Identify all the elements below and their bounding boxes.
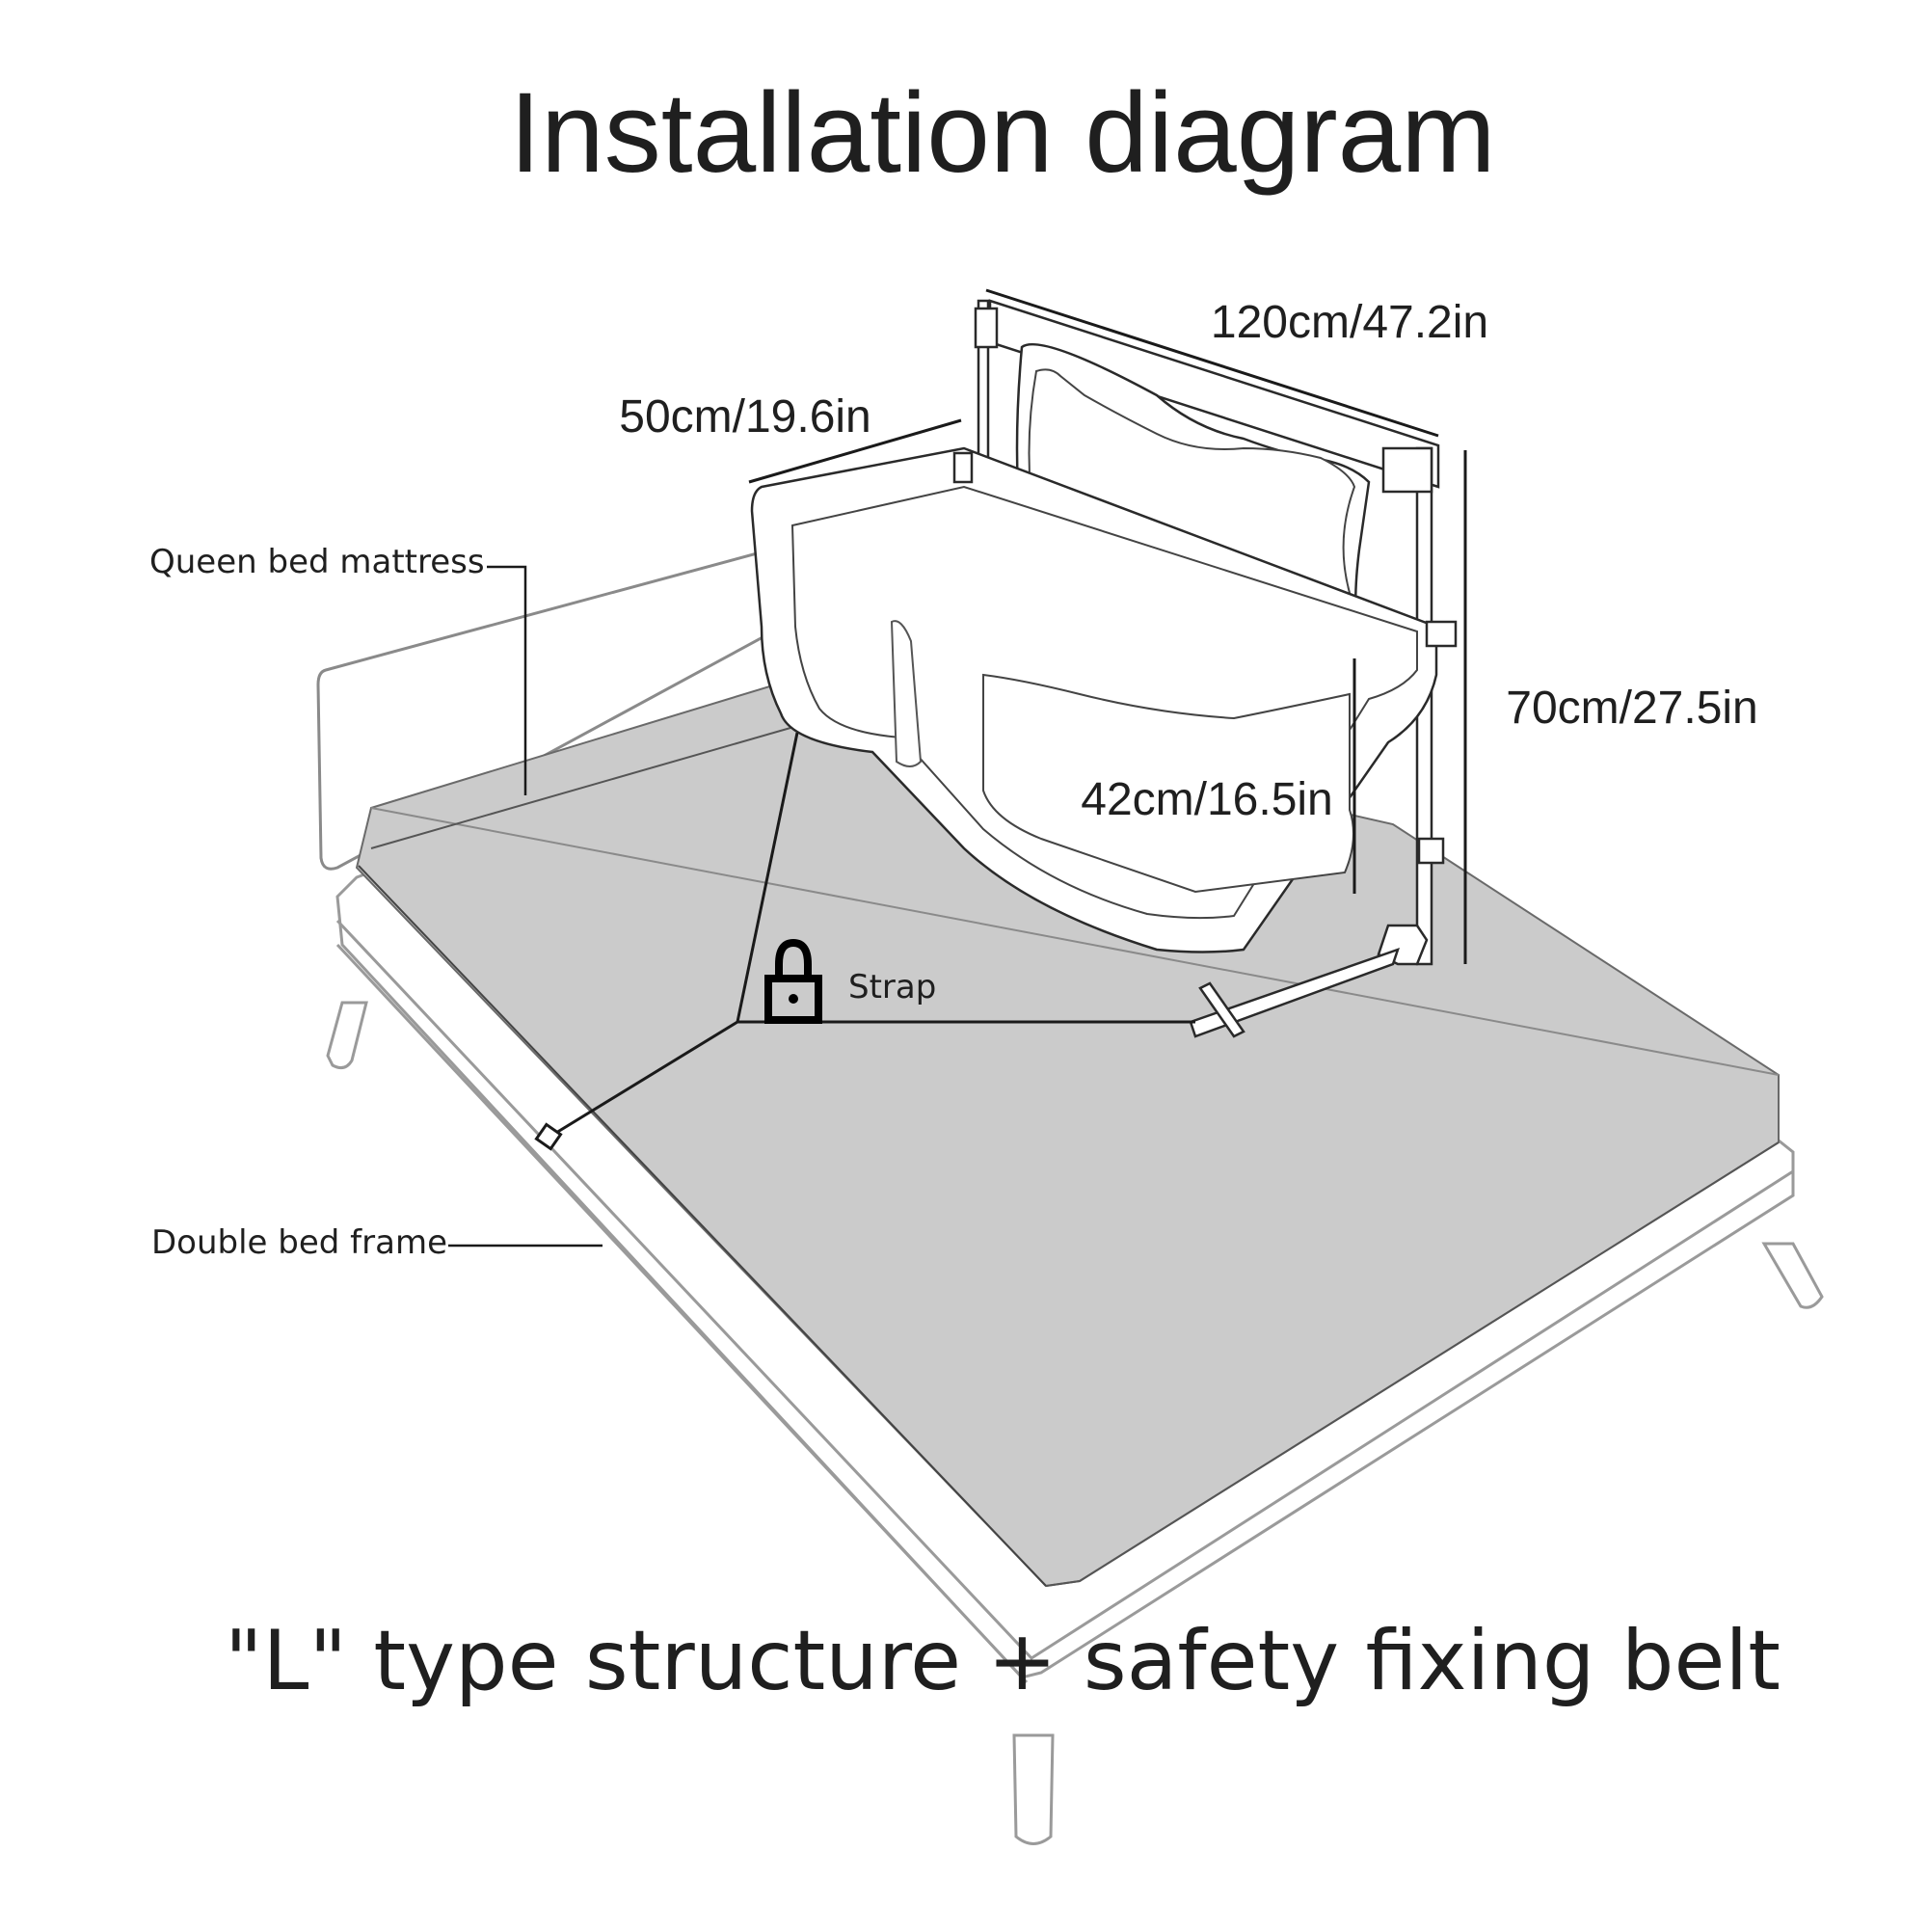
padlock-icon — [764, 938, 822, 1024]
length-dimension-label: 120cm/47.2in — [1211, 297, 1488, 348]
leader-lines — [448, 565, 602, 1248]
inner-height-dimension-label: 42cm/16.5in — [1081, 774, 1333, 825]
mattress-leader-line — [487, 565, 527, 795]
strap-label: Strap — [848, 968, 936, 1006]
dimension-lines — [748, 288, 1467, 964]
length-dimension-line — [985, 288, 1439, 438]
width-dimension-label: 50cm/19.6in — [619, 391, 871, 443]
page-title: Installation diagram — [509, 69, 1495, 197]
diagram-caption: "L" type structure + safety fixing belt — [225, 1613, 1781, 1709]
bed-leg — [1761, 1242, 1824, 1309]
bed-legs — [326, 1001, 1824, 1845]
height-dimension-label: 70cm/27.5in — [1506, 683, 1758, 734]
bed-leg — [326, 1001, 368, 1070]
bed-rail — [750, 299, 1458, 1038]
frame-label: Double bed frame — [151, 1223, 447, 1262]
width-dimension-line — [748, 418, 962, 484]
bed-leg — [1012, 1733, 1055, 1845]
mattress-label: Queen bed mattress — [149, 543, 485, 581]
